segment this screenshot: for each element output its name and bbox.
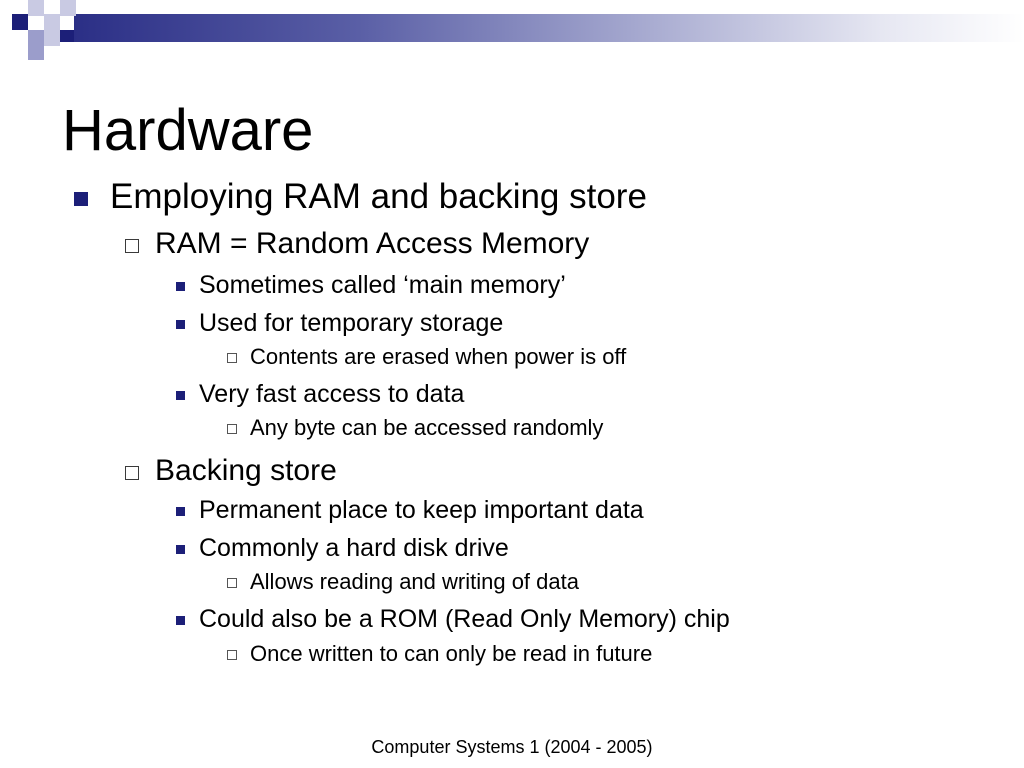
bullet-text: Could also be a ROM (Read Only Memory) c… [199, 605, 730, 633]
bullet-text: Once written to can only be read in futu… [250, 641, 653, 666]
header-gradient-bar [74, 14, 1024, 42]
decor-square [28, 30, 44, 46]
bullet-text: Employing RAM and backing store [110, 177, 647, 216]
hollow-square-bullet-icon [125, 239, 139, 253]
filled-square-bullet-icon [176, 616, 185, 625]
filled-square-bullet-icon [176, 545, 185, 554]
hollow-square-bullet-icon [227, 353, 237, 363]
decor-square [44, 30, 60, 46]
filled-square-bullet-icon [176, 320, 185, 329]
header-decoration [0, 0, 1024, 64]
hollow-square-bullet-icon [227, 578, 237, 588]
hollow-square-bullet-icon [227, 650, 237, 660]
bullet-text: Backing store [155, 454, 337, 487]
bullet-text: Allows reading and writing of data [250, 569, 579, 594]
filled-square-bullet-icon [74, 192, 88, 206]
decor-square [28, 46, 44, 60]
bullet-text: Commonly a hard disk drive [199, 534, 509, 562]
bullet-text: Used for temporary storage [199, 309, 504, 337]
bullet-text: Sometimes called ‘main memory’ [199, 271, 566, 299]
bullet-text: Permanent place to keep important data [199, 496, 644, 524]
bullet-text: RAM = Random Access Memory [155, 227, 590, 260]
bullet-text: Any byte can be accessed randomly [250, 415, 604, 440]
decor-square [60, 30, 74, 42]
hollow-square-bullet-icon [125, 466, 139, 480]
slide-footer: Computer Systems 1 (2004 - 2005) [371, 737, 653, 757]
filled-square-bullet-icon [176, 282, 185, 291]
decor-square [28, 0, 44, 16]
bullet-text: Contents are erased when power is off [250, 344, 627, 369]
slide-title: Hardware [62, 98, 314, 163]
hollow-square-bullet-icon [227, 424, 237, 434]
decor-square [44, 14, 60, 30]
filled-square-bullet-icon [176, 507, 185, 516]
bullet-text: Very fast access to data [199, 380, 465, 408]
filled-square-bullet-icon [176, 391, 185, 400]
decor-square [12, 14, 28, 30]
decor-square [60, 0, 76, 16]
